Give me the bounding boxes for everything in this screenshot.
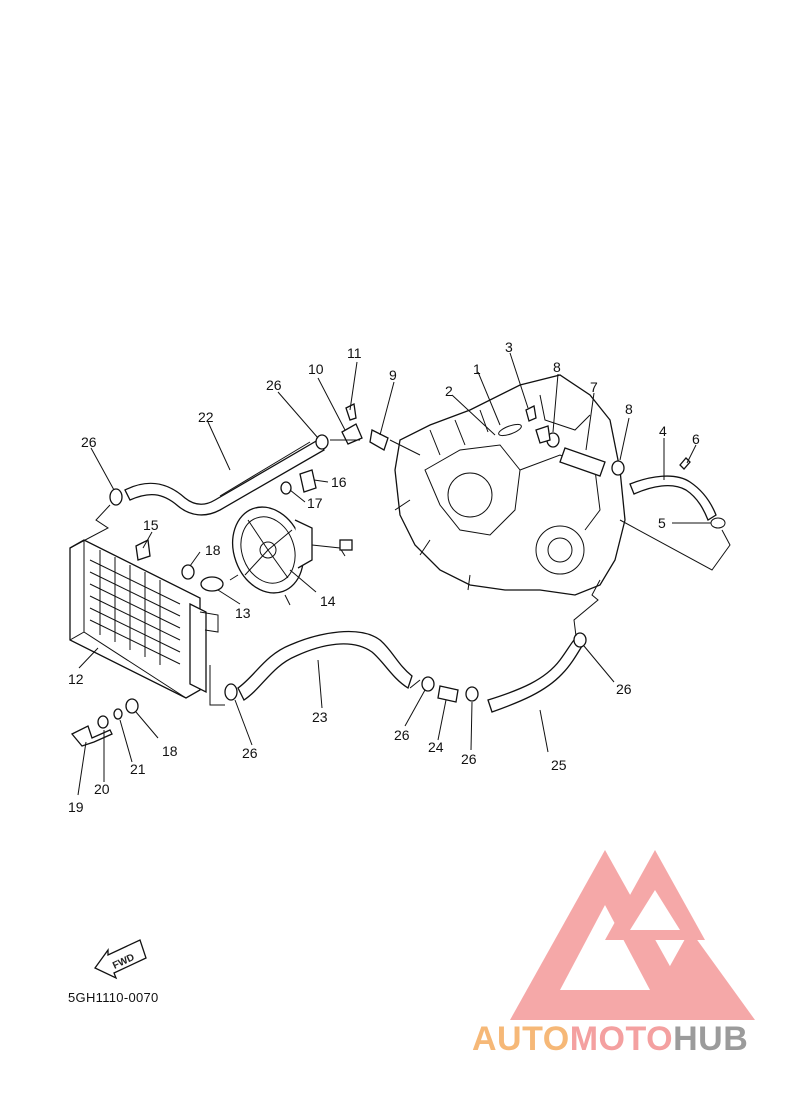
hose-22: [124, 439, 325, 516]
callout-26c: 26: [242, 745, 258, 761]
callout-4: 4: [659, 423, 667, 439]
radiator: [69, 539, 219, 699]
washer-20: [97, 715, 109, 729]
callout-21: 21: [130, 761, 146, 777]
callout-9: 9: [389, 367, 397, 383]
hose-25: [487, 639, 583, 713]
callout-7: 7: [590, 379, 598, 395]
leader-lines: [69, 352, 731, 796]
bolt-6: [679, 457, 691, 470]
watermark-moto: MOTO: [569, 1020, 674, 1058]
hose-4: [629, 475, 717, 521]
callouts: 1 2 3 4 5 6 7 8 8 9 10 11 12 13 14 15 16…: [68, 339, 700, 815]
callout-25: 25: [551, 757, 567, 773]
callout-23: 23: [312, 709, 328, 725]
hose-clamp-8b: [611, 460, 625, 476]
watermark-hub: HUB: [673, 1020, 749, 1058]
hose-clamp-26d: [421, 676, 435, 692]
bolt-11: [345, 403, 357, 421]
callout-10: 10: [308, 361, 324, 377]
washer-17: [280, 481, 292, 495]
hose-clamp-26e: [465, 686, 479, 702]
fitting-2: [535, 425, 551, 444]
watermark-logo-icon: [510, 850, 755, 1020]
o-ring-5: [710, 517, 726, 529]
callout-20: 20: [94, 781, 110, 797]
callout-26f: 26: [616, 681, 632, 697]
callout-8a: 8: [553, 359, 561, 375]
fwd-arrow-icon: FWD: [94, 939, 147, 980]
callout-2: 2: [445, 383, 453, 399]
watermark-auto: AUTO: [472, 1020, 570, 1058]
bracket-15: [135, 539, 151, 561]
radiator-core: [89, 550, 181, 665]
callout-18a: 18: [205, 542, 221, 558]
callout-8b: 8: [625, 401, 633, 417]
callout-26e: 26: [461, 751, 477, 767]
hose-23: [237, 630, 413, 701]
grommet-18b: [125, 698, 139, 714]
callout-16: 16: [331, 474, 347, 490]
bolt-16: [299, 469, 317, 493]
callout-12: 12: [68, 671, 84, 687]
grommet-18a: [181, 564, 195, 580]
callout-1: 1: [473, 361, 481, 377]
cooling-fan: [229, 506, 353, 606]
cap-13: [200, 576, 224, 592]
callout-5: 5: [658, 515, 666, 531]
pipe-7: [559, 447, 606, 477]
hose-clamp-26a: [109, 488, 123, 506]
callout-15: 15: [143, 517, 159, 533]
callout-26b: 26: [266, 377, 282, 393]
callout-13: 13: [235, 605, 251, 621]
watermark-text: AUTOMOTOHUB: [472, 1020, 748, 1059]
callout-17: 17: [307, 495, 323, 511]
callout-14: 14: [320, 593, 336, 609]
hose-clamp-26c: [224, 683, 238, 701]
hose-clamp-26b: [315, 434, 329, 450]
bolt-19: [70, 725, 113, 747]
callout-11: 11: [347, 345, 362, 361]
joint-24: [437, 685, 459, 703]
engine-block: [394, 374, 626, 596]
bolt-3: [525, 405, 537, 422]
diagram-code: 5GH1110-0070: [68, 990, 159, 1005]
hose-clamp-26f: [573, 632, 587, 648]
callout-22: 22: [198, 409, 214, 425]
callout-6: 6: [692, 431, 700, 447]
fitting-10: [341, 423, 363, 445]
thermostat-9: [369, 429, 389, 451]
callout-3: 3: [505, 339, 513, 355]
callout-26d: 26: [394, 727, 410, 743]
callout-26a: 26: [81, 434, 97, 450]
callout-18b: 18: [162, 743, 178, 759]
collar-21: [113, 708, 123, 720]
gasket-1: [498, 423, 522, 437]
callout-19: 19: [68, 799, 84, 815]
callout-24: 24: [428, 739, 444, 755]
